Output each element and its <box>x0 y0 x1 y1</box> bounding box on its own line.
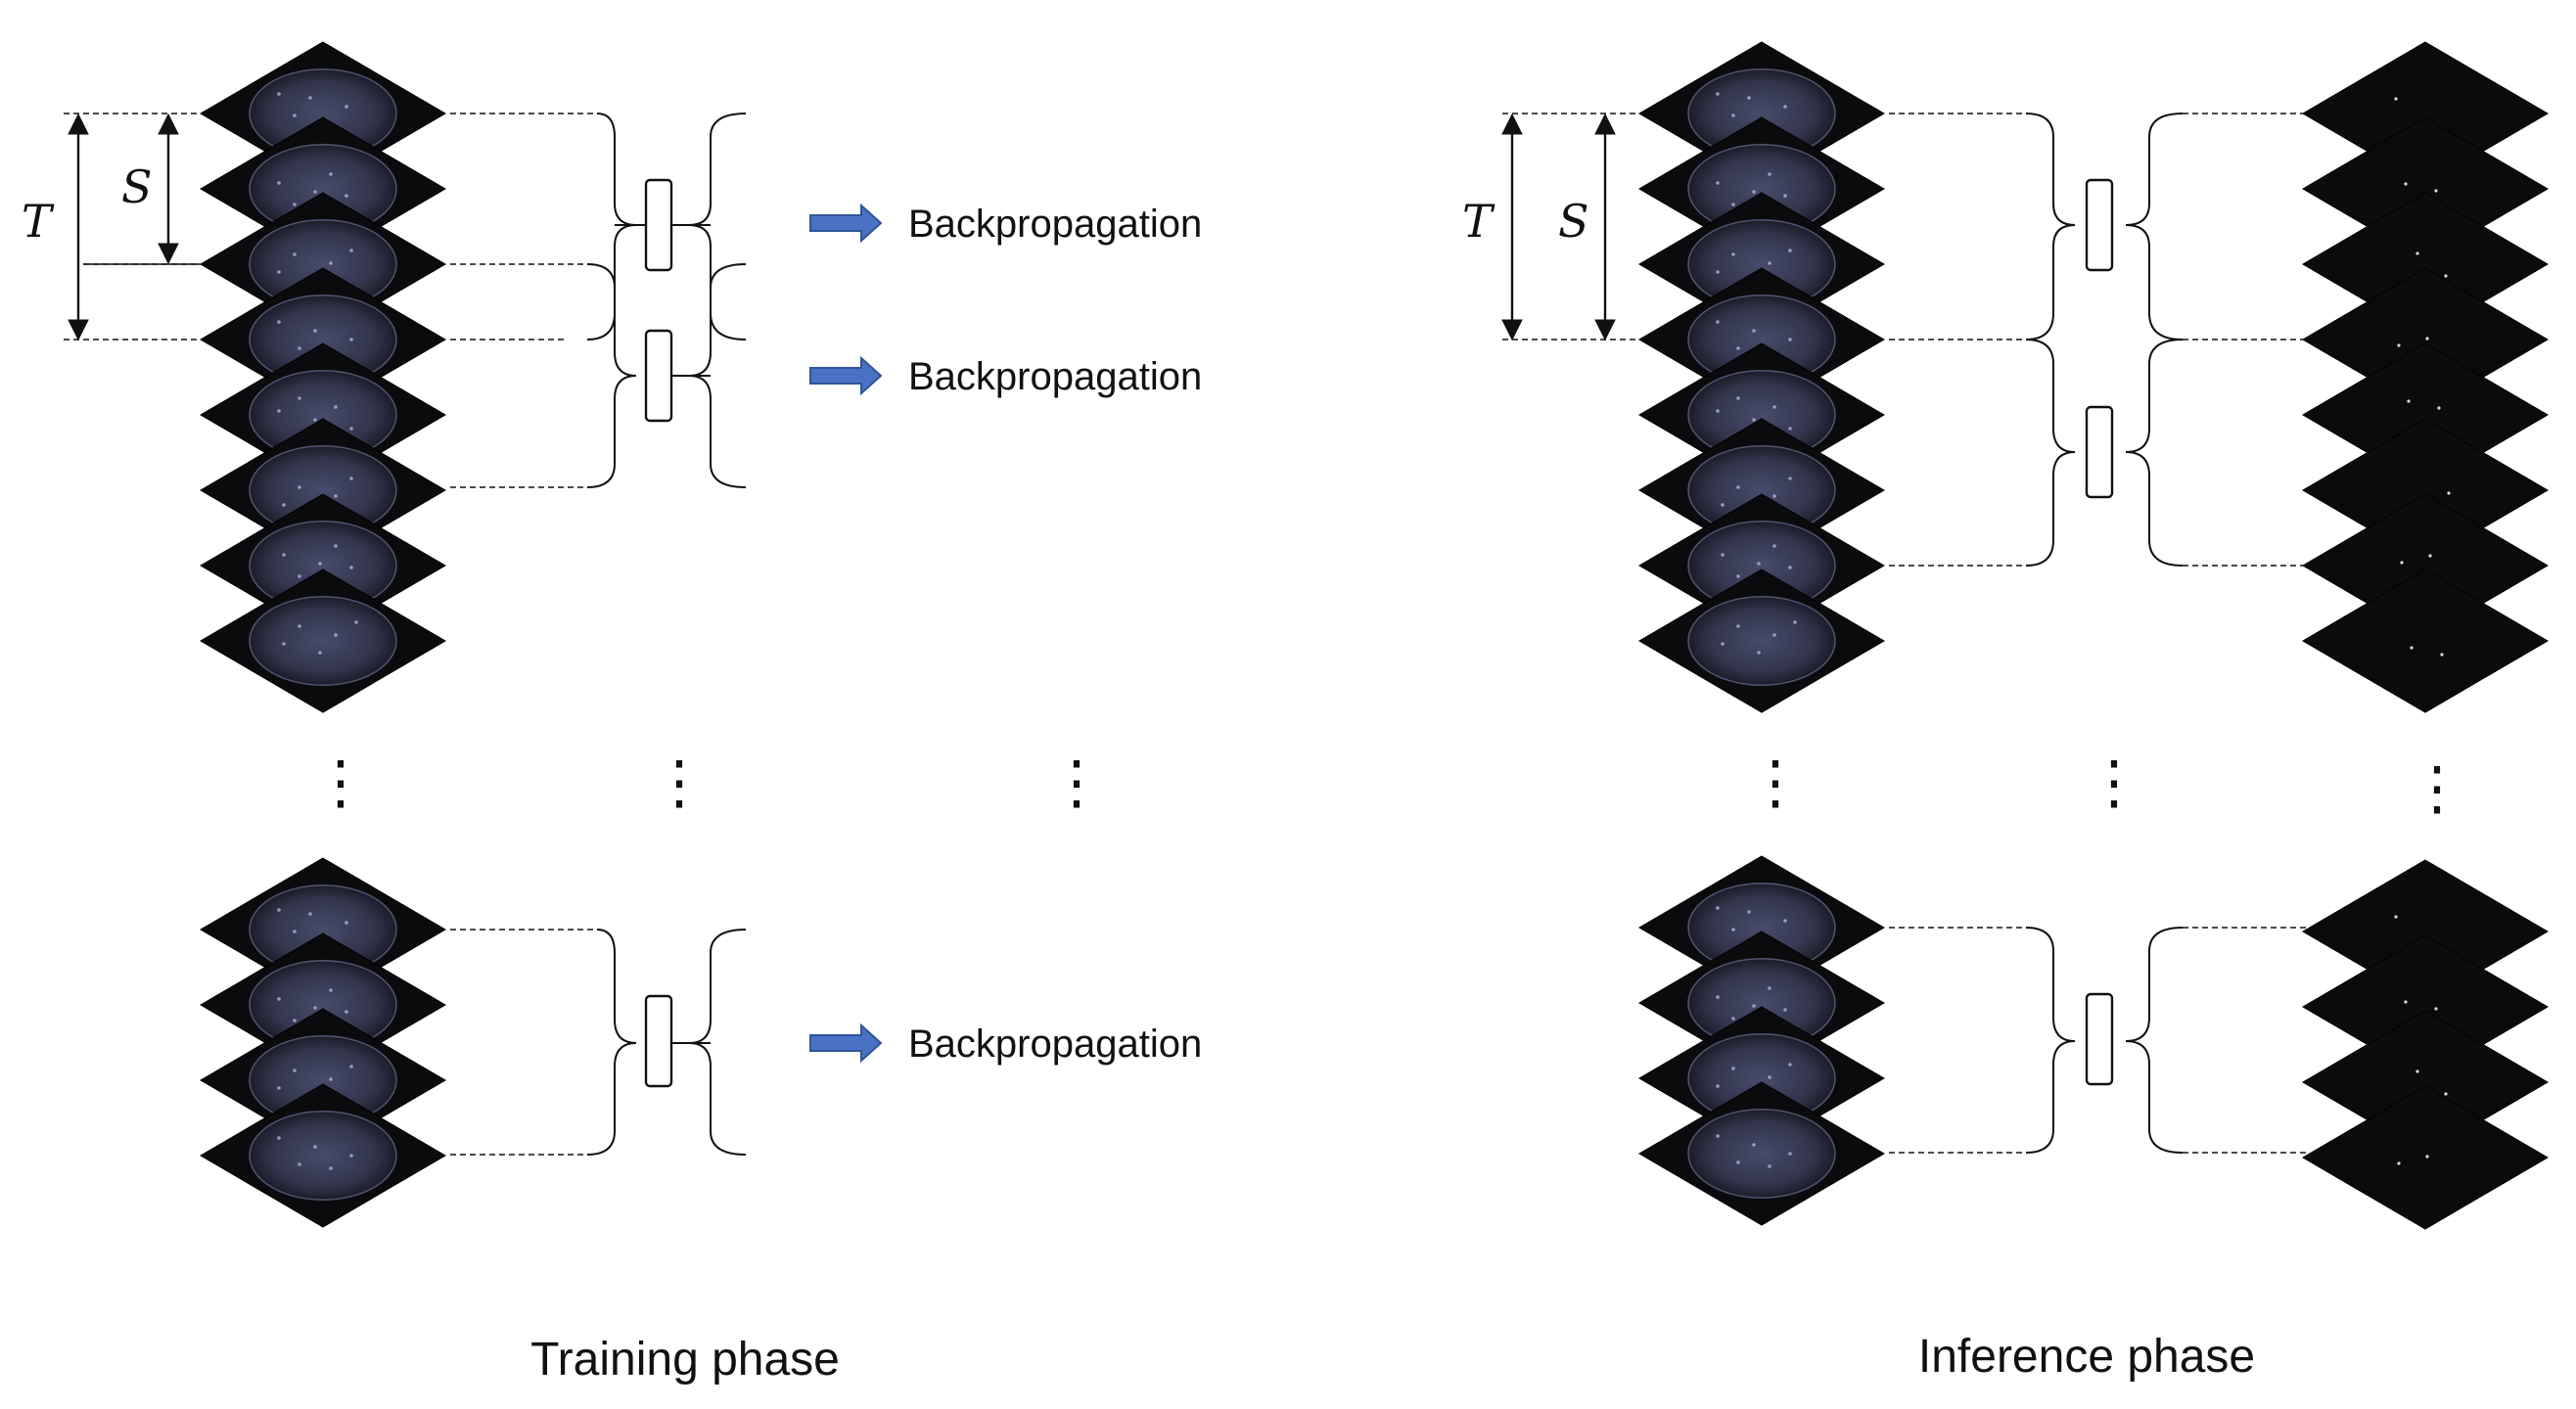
mri-slice <box>1638 1081 1885 1226</box>
backprop-1: Backpropagation <box>809 203 1202 246</box>
mri-slice <box>1638 418 1885 563</box>
mri-slice <box>200 568 446 713</box>
ellipsis-models: ⋮ <box>2085 750 2143 815</box>
s-symbol: S <box>121 160 153 213</box>
s-symbol: S <box>1558 195 1589 248</box>
inference-bottom-slice-stack <box>1638 855 1885 1226</box>
training-top-slice-stack <box>200 41 446 713</box>
ellipsis-backprop: ⋮ <box>1047 750 1106 815</box>
right-arrow-icon <box>809 1023 883 1064</box>
mri-slice <box>1638 192 1885 337</box>
right-arrow-icon <box>809 355 883 396</box>
mri-slice <box>200 418 446 563</box>
t-symbol: T <box>1462 195 1495 248</box>
inference-window-2 <box>1889 339 2310 567</box>
prediction-slice <box>2302 568 2549 713</box>
mri-slice <box>200 267 446 412</box>
model-block <box>644 178 673 272</box>
mri-slice <box>1638 855 1885 1000</box>
mri-slice <box>200 493 446 638</box>
model-block <box>2085 405 2114 499</box>
mri-slice <box>1638 116 1885 261</box>
mri-slice <box>1638 41 1885 186</box>
mri-slice <box>200 1083 446 1228</box>
mri-slice <box>1638 931 1885 1075</box>
backprop-label: Backpropagation <box>908 1023 1202 1066</box>
training-bottom-slice-stack <box>200 857 446 1228</box>
ellipsis-slices: ⋮ <box>311 750 370 815</box>
ellipsis-slices: ⋮ <box>1746 750 1805 815</box>
inference-bottom-output-stack <box>2302 859 2549 1230</box>
mri-slice <box>1638 493 1885 638</box>
t-symbol: T <box>22 195 55 248</box>
model-block <box>644 329 673 423</box>
mri-slice <box>200 857 446 1002</box>
mri-slice <box>200 41 446 186</box>
mri-slice <box>200 342 446 487</box>
backprop-3: Backpropagation <box>809 1023 1202 1066</box>
inference-caption: Inference phase <box>1918 1331 2255 1383</box>
backprop-label: Backpropagation <box>908 203 1202 246</box>
inference-dimension-markers: T S <box>1462 113 1644 341</box>
ellipsis-models: ⋮ <box>650 750 709 815</box>
mri-slice <box>1638 342 1885 487</box>
inference-window-3 <box>1889 927 2310 1154</box>
inference-window-1 <box>1889 113 2310 341</box>
ellipsis-outputs: ⋮ <box>2408 755 2466 821</box>
mri-slice <box>200 192 446 337</box>
training-caption: Training phase <box>530 1334 840 1386</box>
inference-top-slice-stack <box>1638 41 1885 713</box>
backprop-label: Backpropagation <box>908 355 1202 398</box>
model-block <box>2085 992 2114 1086</box>
prediction-slice <box>2302 1085 2549 1230</box>
inference-panel: T S <box>1462 41 2549 1383</box>
training-panel: T S <box>22 41 1202 1386</box>
model-block <box>2085 178 2114 272</box>
mri-slice <box>200 116 446 261</box>
training-dimension-markers: T S <box>22 113 201 341</box>
mri-slice <box>1638 568 1885 713</box>
model-block <box>644 994 673 1088</box>
training-window-1 <box>450 113 747 341</box>
training-window-3 <box>450 929 747 1156</box>
right-arrow-icon <box>809 203 883 244</box>
backprop-2: Backpropagation <box>809 355 1202 398</box>
inference-top-output-stack <box>2302 41 2549 713</box>
training-window-2 <box>450 263 747 488</box>
